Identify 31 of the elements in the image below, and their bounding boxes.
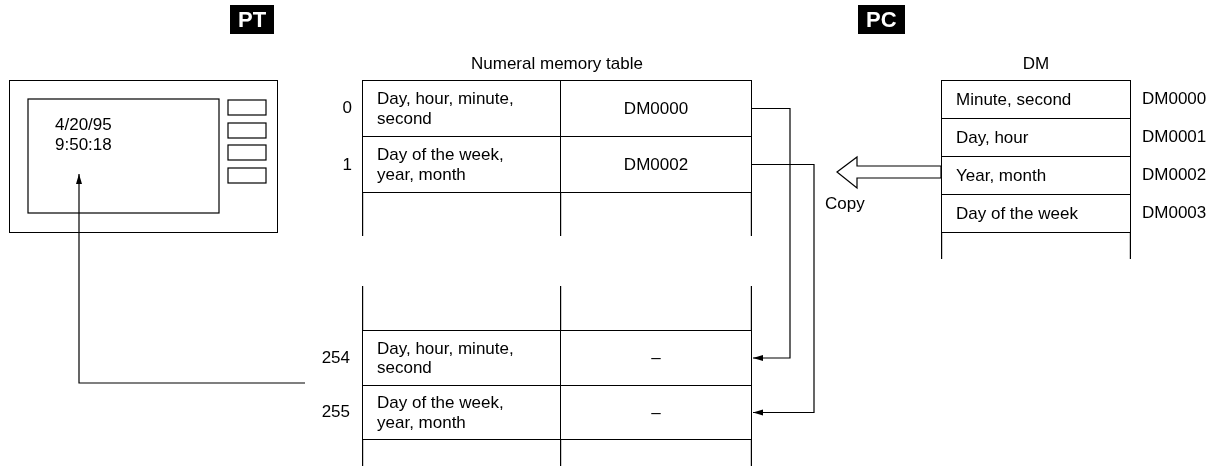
table-cell: DM0002 bbox=[560, 136, 752, 193]
table-cell: – bbox=[560, 385, 752, 440]
device-badge: PT bbox=[230, 5, 275, 34]
table-cell: – bbox=[560, 330, 752, 386]
table-heading: DM bbox=[1021, 54, 1051, 74]
row-number: 1 bbox=[342, 155, 352, 175]
memory-address: DM0000 bbox=[1142, 89, 1207, 109]
memory-address: DM0002 bbox=[1142, 165, 1207, 185]
edge-label: Copy bbox=[825, 194, 865, 214]
table-cell: Day of the week bbox=[941, 194, 1131, 233]
arrow bbox=[751, 107, 791, 361]
device-badge: PC bbox=[858, 5, 905, 34]
table-cell: Day, hour, minute, second bbox=[362, 80, 561, 137]
memory-address: DM0003 bbox=[1142, 203, 1207, 223]
table-cell: Day, hour, minute, second bbox=[362, 330, 561, 386]
block-arrow bbox=[836, 155, 942, 190]
display-text: 4/20/95 9:50:18 bbox=[55, 115, 167, 174]
arrow bbox=[751, 163, 815, 416]
row-number: 254 bbox=[321, 348, 350, 368]
row-number: 255 bbox=[321, 402, 350, 422]
arrow bbox=[76, 173, 306, 384]
table-heading: Numeral memory table bbox=[470, 54, 644, 74]
table-cell: Day of the week, year, month bbox=[362, 136, 561, 193]
table-cell: Day of the week, year, month bbox=[362, 385, 561, 440]
memory-address: DM0001 bbox=[1142, 127, 1207, 147]
row-number: 0 bbox=[342, 98, 352, 118]
table-cell: DM0000 bbox=[560, 80, 752, 137]
terminal-drawing bbox=[9, 80, 278, 233]
table-cell: Year, month bbox=[941, 156, 1131, 195]
table-cell: Day, hour bbox=[941, 118, 1131, 157]
table-cell: Minute, second bbox=[941, 80, 1131, 119]
